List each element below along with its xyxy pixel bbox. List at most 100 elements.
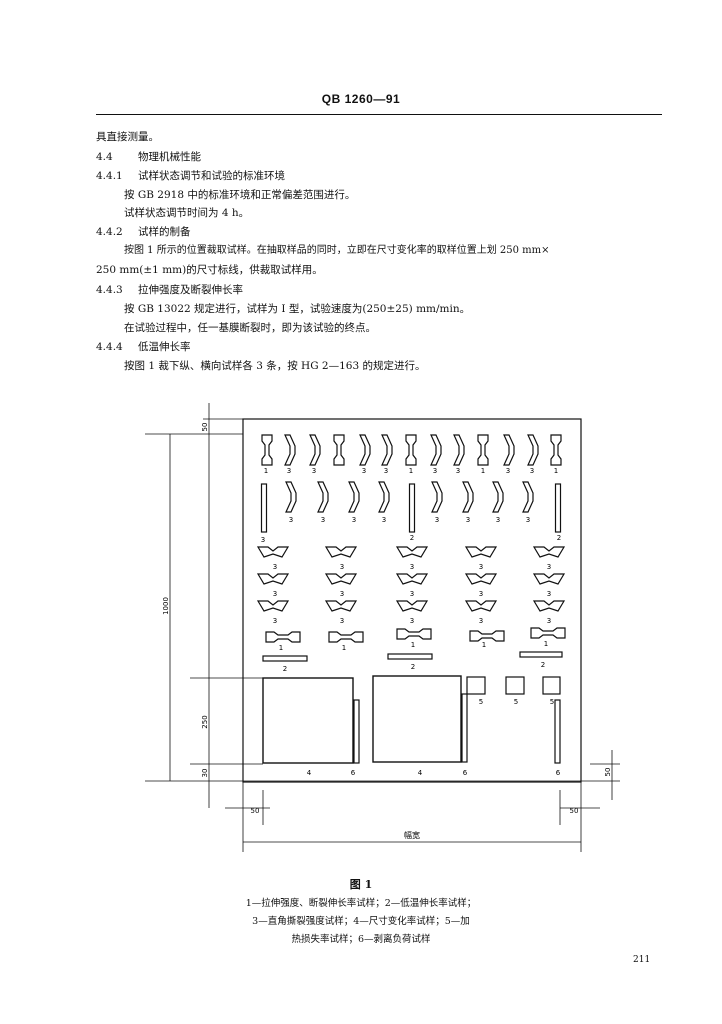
specimen-label: 1 [481,467,485,475]
dim-label: 50 [251,807,260,815]
paragraph: 试样状态调节时间为 4 h。 [124,207,250,219]
dim-label: 30 [201,769,209,778]
specimen-type-2 [387,653,433,660]
specimen-label: 3 [410,617,414,625]
specimen-label: 1 [264,467,268,475]
specimen-label: 3 [433,467,437,475]
width-label: 幅宽 [404,830,420,840]
specimen-type-3 [359,434,371,466]
specimen-label: 3 [312,467,316,475]
specimen-type-3 [503,434,515,466]
header-rule [96,114,662,115]
section-title: 试样状态调节和试验的标准环境 [138,170,285,182]
specimen-label: 3 [479,563,483,571]
specimen-label: 6 [556,769,561,777]
specimen-type-3 [527,434,539,466]
paragraph: 250 mm(±1 mm)的尺寸标线，供裁取试样用。 [96,264,323,276]
specimen-label: 1 [279,644,283,652]
specimen-label: 4 [418,769,423,777]
paragraph: 按图 1 裁下纵、横向试样各 3 条，按 HG 2—163 的规定进行。 [124,360,426,372]
specimen-type-1 [477,434,489,466]
specimen-label: 3 [289,516,293,524]
specimen-type-3 [492,481,504,513]
section-number: 4.4 [96,151,113,163]
specimen-label: 3 [547,617,551,625]
specimen-label: 4 [307,769,312,777]
specimen-label: 2 [283,665,287,673]
paragraph: 按 GB 2918 中的标准环境和正常偏差范围进行。 [124,189,356,201]
specimen-type-2 [408,483,416,533]
section-number: 4.4.4 [96,341,123,353]
specimen-type-1 [265,631,301,643]
figure-title: 图 1 [349,878,373,891]
specimen-label: 3 [410,590,414,598]
page-header: QB 1260—91 [321,92,401,106]
sheet-outline [242,418,582,783]
specimen-label: 3 [340,617,344,625]
specimen-type-2 [519,651,563,658]
caption-line: 热损失率试样；6—剥离负荷试样 [291,934,431,945]
specimen-type-2 [260,483,268,533]
specimen-label: 3 [362,467,366,475]
specimen-label: 3 [547,590,551,598]
specimen-label: 1 [342,644,346,652]
page-number: 211 [633,955,651,965]
specimen-type-5 [505,676,525,695]
specimen-type-1 [405,434,417,466]
specimen-type-1 [530,627,566,639]
specimen-label: 1 [544,640,548,648]
specimen-label: 3 [456,467,460,475]
specimen-label: 3 [287,467,291,475]
chevron-rows [257,546,565,612]
specimen-type-1 [550,434,562,466]
dim-label: 50 [201,423,209,432]
specimen-label: 2 [541,661,545,669]
caption-line: 1—拉伸强度、断裂伸长率试样；2—低温伸长率试样； [245,898,477,909]
specimen-label: 5 [514,698,518,706]
paragraph: 按 GB 13022 规定进行，试样为 I 型，试验速度为(250±25) mm… [124,303,471,315]
specimen-label: 3 [384,467,388,475]
specimen-type-1 [328,631,364,643]
specimen-label: 1 [554,467,558,475]
specimen-type-4 [372,675,462,763]
specimen-label: 3 [496,516,500,524]
specimen-type-3 [522,481,534,513]
dim-label: 250 [201,715,209,728]
specimen-type-4 [262,677,354,764]
specimen-type-5 [542,676,561,695]
specimen-label: 3 [530,467,534,475]
specimen-type-6 [461,693,468,763]
continued-text: 具直接测量。 [96,131,159,143]
specimen-type-3 [453,434,465,466]
section-title: 低温伸长率 [138,341,191,353]
specimen-type-3 [431,481,443,513]
specimen-type-3 [317,481,329,513]
specimen-label: 3 [466,516,470,524]
specimen-type-3 [462,481,474,513]
specimen-label: 3 [340,563,344,571]
section-4-4-4: 4.4.4 低温伸长率 [96,340,191,354]
specimen-label: 3 [273,617,277,625]
specimen-type-6 [353,699,360,764]
specimen-type-6 [554,699,561,764]
section-title: 物理机械性能 [138,151,201,163]
specimen-type-2 [554,483,562,533]
specimen-label: 5 [550,698,554,706]
specimen-label: 1 [409,467,413,475]
specimen-label: 2 [410,534,414,542]
specimen-type-1 [469,630,505,642]
specimen-label: 5 [479,698,483,706]
specimen-label: 6 [351,769,356,777]
section-number: 4.4.3 [96,284,123,296]
section-title: 试样的制备 [138,226,191,238]
paragraph: 按图 1 所示的位置裁取试样。在抽取样品的同时，立即在尺寸变化率的取样位置上划 … [124,245,550,256]
caption-line: 3—直角撕裂强度试样；4—尺寸变化率试样；5—加 [252,916,470,927]
specimen-label: 3 [479,617,483,625]
specimen-label: 3 [506,467,510,475]
specimen-label: 3 [352,516,356,524]
specimen-label: 3 [435,516,439,524]
specimen-type-3 [381,434,393,466]
